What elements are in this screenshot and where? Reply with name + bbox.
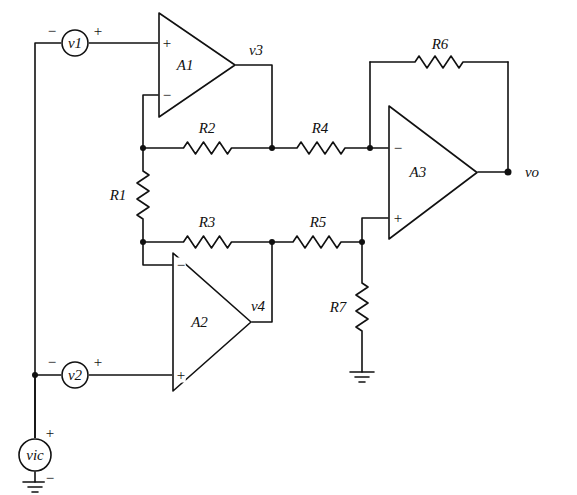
source-circle-outline	[62, 362, 88, 388]
terminal-sign: −	[176, 258, 186, 273]
resistor-symbol	[272, 236, 362, 248]
resistor-label: R4	[311, 121, 330, 136]
voltage-source: v1	[61, 29, 89, 57]
wire	[236, 65, 272, 148]
signal-name: v4	[250, 299, 266, 314]
wire	[369, 62, 371, 148]
op-amp-outline-shape	[159, 13, 235, 117]
terminal-sign: −	[45, 471, 55, 486]
wire	[34, 472, 36, 482]
resistor-symbol	[356, 242, 368, 372]
terminal-sign: +	[162, 36, 172, 51]
resistor-label: R1	[109, 188, 128, 203]
op-amp-outline-shape	[389, 106, 477, 239]
terminal-sign: −	[393, 141, 403, 156]
wire	[35, 43, 61, 438]
resistor-symbol	[370, 56, 508, 68]
voltage-source: vic	[18, 438, 52, 472]
source-name: v2	[68, 368, 82, 383]
terminal-sign: +	[45, 426, 55, 441]
ground-symbol	[23, 372, 374, 492]
source-circle-outline	[62, 30, 88, 56]
terminal-sign: −	[162, 88, 172, 103]
resistor-symbol	[143, 236, 272, 248]
voltage-source: v2	[61, 361, 89, 389]
resistor-label: R2	[198, 121, 217, 136]
wire	[507, 62, 509, 172]
terminal-sign: −	[47, 24, 57, 39]
terminal-sign: +	[393, 211, 403, 226]
source-name: vic	[26, 448, 43, 463]
source-circle-outline	[19, 439, 51, 471]
resistor-symbol	[272, 142, 370, 154]
source-name: v1	[68, 36, 82, 51]
resistor-label: R5	[309, 215, 328, 230]
wire	[143, 95, 158, 148]
wire	[143, 242, 172, 265]
resistor-label: R6	[431, 37, 450, 52]
op-amp-name: A2	[191, 315, 208, 330]
op-amp-name: A3	[410, 165, 427, 180]
signal-name: vo	[524, 165, 540, 180]
terminal-sign: −	[47, 355, 57, 370]
resistor-label: R7	[329, 300, 348, 315]
wire	[89, 374, 172, 376]
resistor-label: R3	[198, 215, 217, 230]
resistor-symbol	[143, 142, 272, 154]
wire	[89, 42, 158, 44]
terminal-sign: +	[93, 355, 103, 370]
wire	[478, 171, 508, 173]
terminal-sign: +	[93, 24, 103, 39]
op-amp-outline-shape	[173, 253, 251, 391]
resistor-symbol	[137, 148, 149, 242]
op-amp-name: A1	[177, 58, 194, 73]
wire	[362, 218, 388, 242]
signal-name: v3	[248, 43, 264, 58]
terminal-sign: +	[176, 368, 186, 383]
